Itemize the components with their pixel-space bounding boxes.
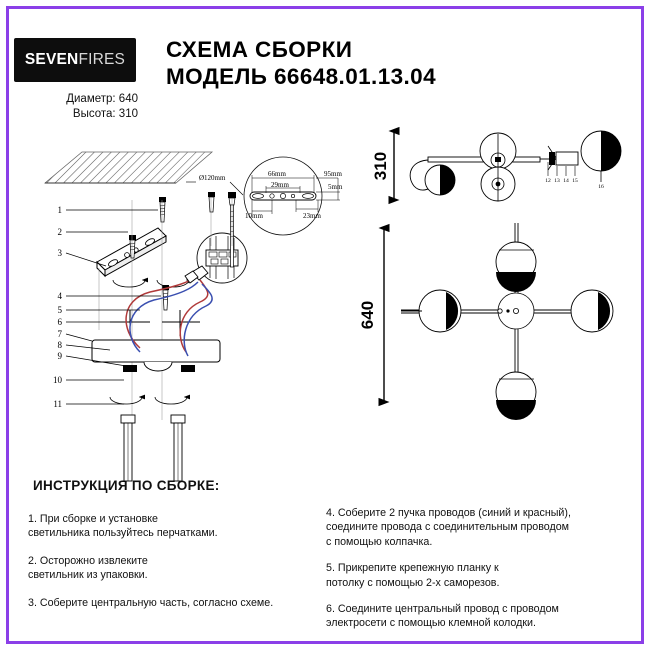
instruction-step: 6. Соедините центральный провод с провод… [326,602,626,631]
brand-logo: SEVENFIRES [14,38,136,82]
instruction-line: светильника пользуйтесь перчатками. [28,527,218,540]
instruction-line: 4. Соберите 2 пучка проводов (синий и кр… [326,507,571,519]
spec-diameter: Диаметр: 640 [66,93,138,105]
instruction-line: потолку с помощью 2-х саморезов. [326,576,500,589]
instruction-line: 1. При сборке и установке [28,513,158,525]
instructions-heading: ИНСТРУКЦИЯ ПО СБОРКЕ: [33,478,220,493]
instruction-line: 6. Соедините центральный провод с провод… [326,603,559,616]
page-border-frame [6,6,644,644]
logo-bold-text: SEVEN [24,51,79,68]
instruction-line: электросети с помощью клемной колодки. [326,617,536,630]
spec-height: Высота: 310 [72,108,138,120]
instruction-line: светильник из упаковки. [28,569,148,582]
logo-light-text: FIRES [78,51,126,68]
title-line-1: СХЕМА СБОРКИ [166,37,353,62]
page-title: СХЕМА СБОРКИ МОДЕЛЬ 66648.01.13.04 [166,36,436,90]
instruction-line: с помощью колпачка. [326,535,433,548]
instruction-step: 4. Соберите 2 пучка проводов (синий и кр… [326,506,626,549]
instruction-line: 2. Осторожно извлеките [28,554,148,567]
product-specs: Диаметр: 640 Высота: 310 [14,92,138,122]
instruction-line: соедините провода с соединительным прово… [326,521,570,534]
instruction-line: 5. Прикрепите крепежную планку к [326,562,499,575]
instruction-line: 3. Соберите центральную часть, согласно … [28,596,274,609]
instructions-column-left: 1. При сборке и установке светильника пол… [28,512,318,623]
title-line-2: МОДЕЛЬ 66648.01.13.04 [166,64,436,89]
instructions-column-right: 4. Соберите 2 пучка проводов (синий и кр… [326,506,626,643]
instruction-step: 2. Осторожно извлеките светильник из упак… [28,554,318,583]
instruction-step: 1. При сборке и установке светильника пол… [28,512,318,541]
instruction-step: 3. Соберите центральную часть, согласно … [28,596,318,610]
